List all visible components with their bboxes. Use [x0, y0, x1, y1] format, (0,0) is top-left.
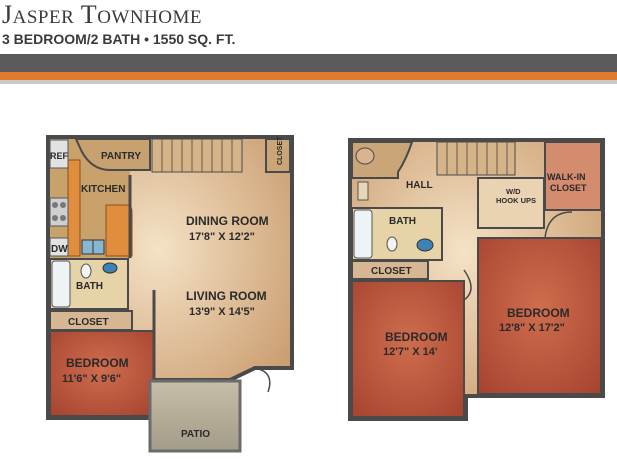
patio-label: PATIO	[181, 429, 210, 440]
header-band-gray	[0, 54, 617, 72]
closet-vertical-label: CLOSET	[277, 136, 284, 165]
wd-line1: W/D	[506, 187, 521, 196]
walkin-line1: WALK-IN	[547, 172, 586, 182]
dw-label: DW	[51, 244, 68, 255]
kitchen-label: KITCHEN	[81, 184, 125, 195]
staircase-first-floor	[151, 138, 243, 173]
bedroom-1-door-swing	[463, 269, 472, 301]
first-bath-label: BATH	[76, 281, 103, 292]
plan-subtitle: 3 BEDROOM/2 BATH • 1550 SQ. FT.	[2, 31, 236, 47]
second-floor-bathtub	[353, 209, 373, 259]
second-floor-toilet	[386, 236, 398, 252]
second-floor-bedroom-1	[351, 280, 465, 418]
bedroom-2-door-swing	[544, 211, 573, 239]
staircase-second-floor	[436, 141, 516, 176]
walkin-line2: CLOSET	[550, 183, 587, 193]
second-closet-label: CLOSET	[371, 266, 412, 277]
stove	[49, 197, 69, 227]
second-floor	[348, 138, 605, 421]
second-floor-closet	[351, 260, 429, 280]
dining-room-name: DINING ROOM	[186, 214, 269, 228]
dishwasher	[49, 237, 69, 257]
first-closet-label: CLOSET	[68, 317, 109, 328]
bedroom-2-size: 12'8" X 17'2"	[499, 322, 565, 334]
first-floor-bedroom	[49, 330, 155, 417]
header-band-orange	[0, 72, 617, 80]
bedroom-2-name: BEDROOM	[507, 306, 570, 320]
wd-line2: HOOK UPS	[496, 196, 536, 205]
plan-title: JASPER TOWNHOME	[2, 0, 203, 29]
living-room-size: 13'9" X 14'5"	[189, 306, 255, 318]
bathtub	[51, 260, 71, 308]
second-floor-bedroom-2	[477, 237, 602, 395]
first-floor	[46, 135, 294, 453]
ref-label: REF	[50, 151, 69, 161]
closet-top-right	[265, 138, 291, 173]
header-band-shadow	[0, 80, 617, 84]
first-bedroom-size: 11'6" X 9'6"	[62, 373, 121, 385]
patio	[148, 379, 242, 453]
walk-in-closet	[544, 141, 602, 211]
kitchen-counter-left	[67, 159, 81, 257]
refrigerator	[49, 139, 69, 169]
second-bath-label: BATH	[389, 216, 416, 227]
bedroom-1-size: 12'7" X 14'	[383, 346, 438, 358]
second-floor-bath-sink	[416, 238, 434, 252]
toilet	[80, 263, 92, 279]
pantry-area	[74, 138, 151, 171]
washer-dryer-area	[477, 177, 545, 229]
patio-door-swing	[254, 367, 271, 393]
kitchen-counter-peninsula	[105, 204, 133, 257]
pantry-label: PANTRY	[101, 151, 141, 162]
hall-label: HALL	[406, 180, 433, 191]
first-bedroom-name: BEDROOM	[66, 356, 129, 370]
living-room-name: LIVING ROOM	[186, 289, 267, 303]
bath-sink	[102, 262, 118, 274]
dining-room-size: 17'8" X 12'2"	[189, 231, 255, 243]
bedroom-1-name: BEDROOM	[385, 330, 448, 344]
